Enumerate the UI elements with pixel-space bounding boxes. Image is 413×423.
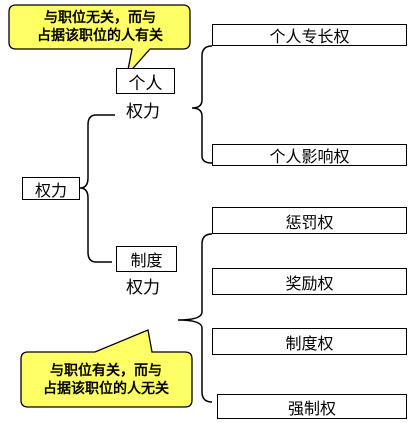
leaf-referent-power: 个人影响权 [212, 144, 407, 166]
callout-top-bubble [8, 4, 191, 78]
root-bracket [79, 114, 112, 263]
leaf-reward-power: 奖励权 [212, 268, 407, 295]
personal-bracket [191, 45, 213, 164]
callout-bottom-line2: 占据该职位的人无关 [43, 381, 169, 397]
leaf-label: 个人影响权 [269, 147, 350, 166]
leaf-label: 强制权 [287, 398, 336, 418]
leaf-compulsory-power: 强制权 [217, 394, 407, 419]
leaf-label: 奖励权 [285, 273, 334, 293]
root-node: 权力 [22, 177, 80, 200]
leaf-label: 个人专长权 [269, 27, 350, 46]
leaf-coercive-punish-power: 惩罚权 [212, 207, 407, 234]
callout-top-line1: 与职位无关，而与 [44, 10, 156, 26]
personal-top-label: 个人 [128, 73, 163, 94]
institutional-bottom-label: 权力 [126, 278, 160, 298]
institutional-top-label: 制度 [130, 251, 163, 270]
leaf-expert-power: 个人专长权 [212, 24, 407, 46]
leaf-legitimate-power: 制度权 [212, 328, 407, 355]
personal-bottom-label: 权力 [126, 102, 160, 122]
leaf-label: 惩罚权 [285, 212, 334, 232]
personal-top-box: 个人 [116, 68, 175, 94]
callout-bottom-line1: 与职位有关，而与 [50, 363, 162, 379]
leaf-label: 制度权 [285, 333, 334, 353]
institutional-top-box: 制度 [116, 246, 177, 272]
callout-bottom-bubble [20, 329, 193, 408]
callout-bottom-text: 与职位有关，而与 占据该职位的人无关 [20, 362, 192, 398]
callout-top-line2: 占据该职位的人有关 [37, 28, 163, 44]
callout-top-text: 与职位无关，而与 占据该职位的人有关 [14, 9, 186, 45]
root-label: 权力 [34, 180, 67, 200]
institutional-bracket [177, 233, 213, 403]
